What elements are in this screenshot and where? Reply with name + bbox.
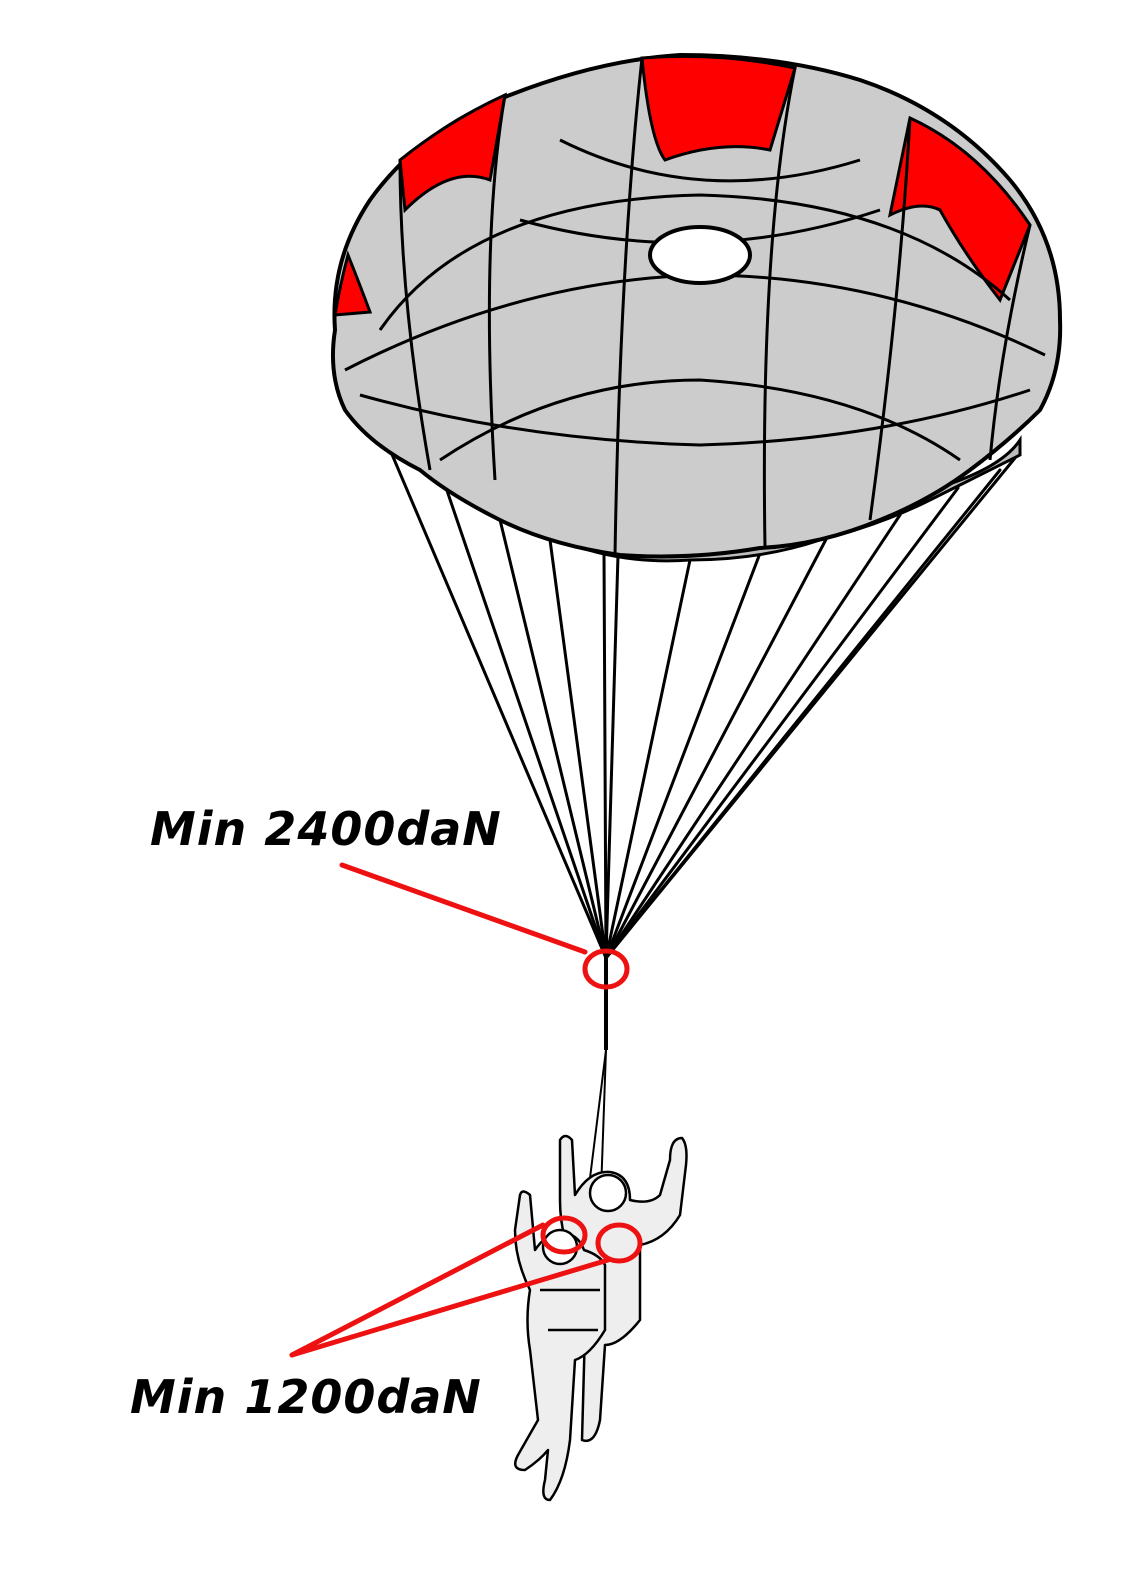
tandem-pilots-icon [513,1134,688,1502]
suspension-lines [386,443,1017,960]
load-label-riser: Min 2400daN [150,802,502,856]
callout-bottom [289,1215,643,1358]
load-label-harness: Min 1200daN [130,1370,482,1424]
callout-top [339,862,630,990]
parachute-canopy-icon [330,52,1063,563]
